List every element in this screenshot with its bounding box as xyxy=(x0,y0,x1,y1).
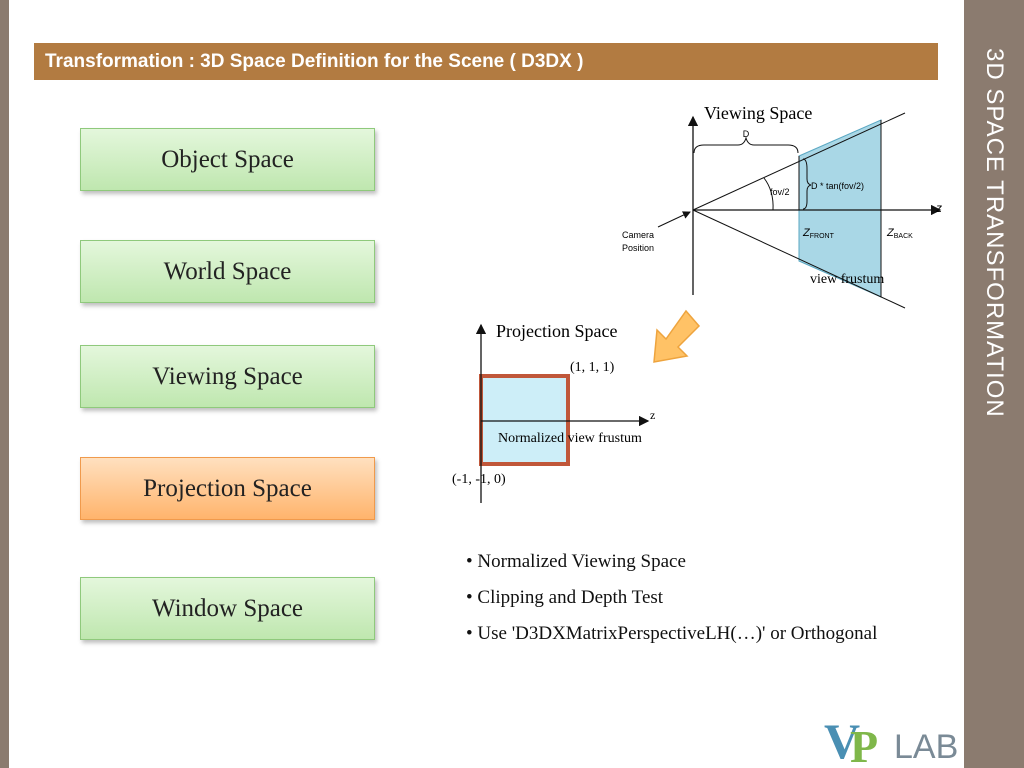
camera-pointer xyxy=(657,211,691,228)
distance-brace xyxy=(693,136,799,154)
normalized-frustum-box xyxy=(479,374,570,466)
world-space-box: World Space xyxy=(80,240,375,303)
projection-space-box: Projection Space xyxy=(80,457,375,520)
bullet-item: • Use 'D3DXMatrixPerspectiveLH(…)' or Or… xyxy=(466,623,878,644)
window-space-box: Window Space xyxy=(80,577,375,640)
normalized-frustum-label: Normalized view frustum xyxy=(498,431,642,446)
top-corner-label: (1, 1, 1) xyxy=(570,360,615,375)
z-front-main: Z xyxy=(802,227,811,239)
tan-label: D * tan(fov/2) xyxy=(811,181,864,191)
z-back-main: Z xyxy=(886,227,895,239)
fov-label: fov/2 xyxy=(770,187,790,197)
bullet-list: • Normalized Viewing Space • Clipping an… xyxy=(466,549,877,657)
left-accent-strip xyxy=(0,0,9,768)
side-title: 3D SPACE TRANSFORMATION xyxy=(981,48,1008,418)
view-frustum-shape xyxy=(798,119,882,298)
z-front-sub: FRONT xyxy=(810,233,835,240)
projection-space-title: Projection Space xyxy=(496,321,617,341)
logo-p: P xyxy=(850,721,878,768)
frustum-lower-edge xyxy=(692,209,906,309)
z-back-label: ZBACK xyxy=(886,227,913,240)
projection-z-label: z xyxy=(650,408,655,422)
camera-label-line1: Camera xyxy=(622,230,654,240)
bullet-item: • Clipping and Depth Test xyxy=(466,587,664,608)
projection-space-diagram: z Projection Space (1, 1, 1) Normalized … xyxy=(452,321,655,503)
z-axis-label: z xyxy=(935,201,942,215)
camera-label-line2: Position xyxy=(622,243,654,253)
bottom-corner-label: (-1, -1, 0) xyxy=(452,472,506,487)
viewing-space-title: Viewing Space xyxy=(704,103,812,123)
bullet-item: • Normalized Viewing Space xyxy=(466,551,686,572)
distance-label: D xyxy=(743,129,750,139)
viewing-space-box: Viewing Space xyxy=(80,345,375,408)
view-frustum-label: view frustum xyxy=(810,272,884,287)
z-back-sub: BACK xyxy=(894,233,913,240)
slide-title: Transformation : 3D Space Definition for… xyxy=(34,43,938,80)
logo-v: V xyxy=(824,713,860,768)
object-space-box: Object Space xyxy=(80,128,375,191)
viewing-space-diagram: D D * tan(fov/2) fov/2 z Camera Position… xyxy=(622,103,942,309)
side-title-bar: 3D SPACE TRANSFORMATION xyxy=(964,0,1024,768)
tan-brace xyxy=(802,158,812,210)
transform-arrow-icon xyxy=(653,309,701,363)
logo-lab: LAB xyxy=(894,728,958,766)
fov-arc xyxy=(763,177,774,211)
z-front-label: ZFRONT xyxy=(802,227,835,240)
vp-lab-logo: V P LAB xyxy=(824,713,958,768)
